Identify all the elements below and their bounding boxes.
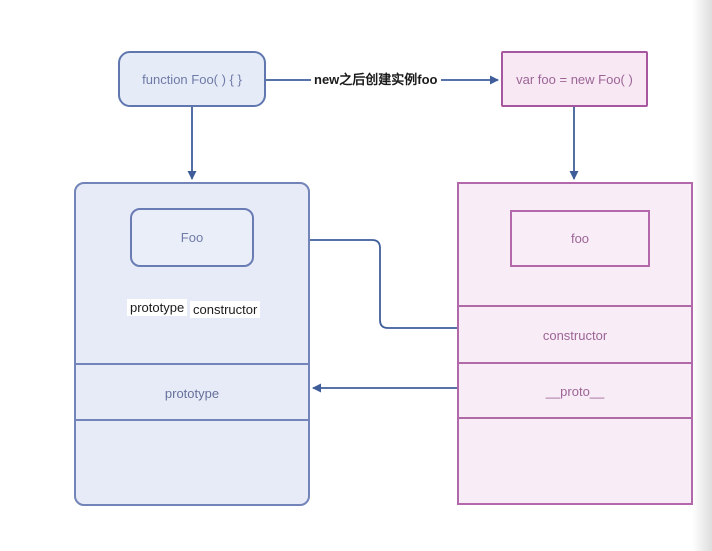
prototype-edge-label: prototype [127,299,188,316]
prototype-row: prototype [76,365,308,421]
new-instance-edge-label: new之后创建实例foo [311,71,441,88]
prototype-row-bottom-divider [76,419,308,421]
proto-row-bottom-divider [459,417,691,419]
constructor-row: constructor [459,307,691,364]
constructor-edge-label: constructor [190,301,261,318]
prototype-row-top-divider [76,363,308,365]
proto-row-top-divider [459,362,691,364]
proto-row: __proto__ [459,364,691,419]
constructor-row-label: constructor [542,328,608,343]
var-foo-node: var foo = new Foo( ) [501,51,648,107]
var-foo-label: var foo = new Foo( ) [516,71,633,87]
page-edge-shadow [692,0,712,551]
foo-class-label: Foo [180,230,204,245]
function-foo-label: function Foo( ) { } [142,71,242,87]
foo-constructor-container: prototype [74,182,310,506]
foo-class-node: Foo [130,208,254,267]
prototype-row-label: prototype [164,385,220,401]
constructor-row-top-divider [459,305,691,307]
foo-instance-node: foo [510,210,650,267]
proto-row-label: __proto__ [545,384,605,399]
foo-instance-label: foo [570,231,590,246]
function-foo-node: function Foo( ) { } [118,51,266,107]
